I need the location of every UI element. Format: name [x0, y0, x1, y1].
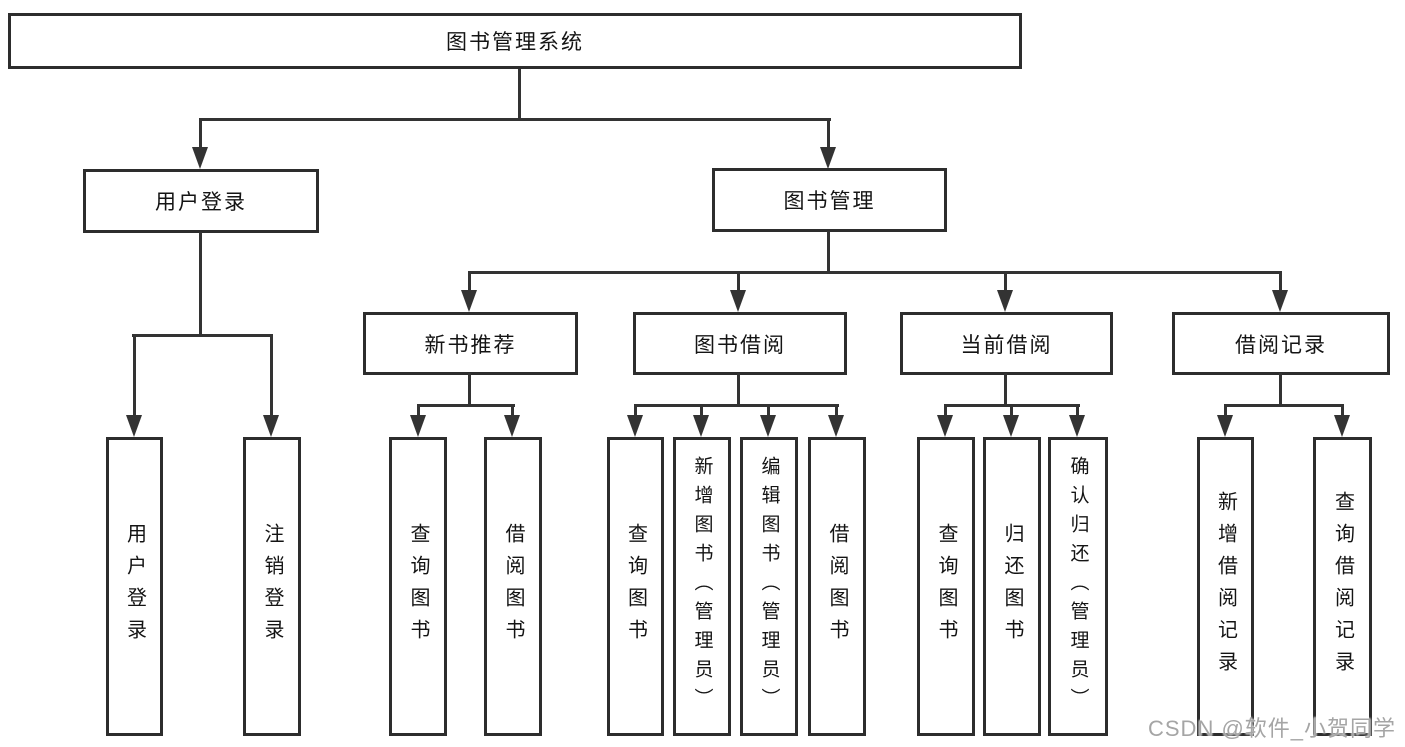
leaf-label: 编辑图书（管理员）	[758, 456, 780, 717]
leaf-label: 借阅图书	[826, 522, 848, 651]
edge-to-book-mgmt	[827, 118, 830, 150]
leaf-label: 查询借阅记录	[1331, 490, 1354, 683]
node-book-management-branch: 图书管理	[712, 168, 947, 232]
arrowhead-leaf-login	[126, 415, 142, 437]
arrowhead-leaf	[1334, 415, 1350, 437]
edge-leaf-stem	[700, 404, 703, 419]
leaf-label: 新增图书（管理员）	[691, 456, 713, 717]
edge-leaf-stem	[417, 404, 420, 419]
arrowhead-leaf	[410, 415, 426, 437]
edge-borrow-records-stub	[1279, 373, 1282, 406]
node-current-borrowing: 当前借阅	[900, 312, 1113, 375]
arrowhead-new-book	[461, 290, 477, 312]
leaf-query-books-recommend: 查询图书	[389, 437, 447, 736]
edge-leaf-stem	[944, 404, 947, 419]
edge-leaf-stem	[1341, 404, 1344, 419]
edge-book-mgmt-stub	[827, 231, 830, 273]
leaf-user-login: 用户登录	[106, 437, 163, 736]
edge-current-borrow-stub	[1004, 373, 1007, 406]
arrowhead-current-borrow	[997, 290, 1013, 312]
arrowhead-leaf	[504, 415, 520, 437]
arrowhead-leaf	[828, 415, 844, 437]
arrowhead-leaf	[1003, 415, 1019, 437]
arrowhead-leaf	[760, 415, 776, 437]
edge-to-book-borrow	[737, 271, 740, 293]
node-new-book-recommend: 新书推荐	[363, 312, 578, 375]
leaf-borrow-books-borrowing: 借阅图书	[808, 437, 866, 736]
edge-root-stub	[518, 69, 521, 120]
leaf-borrow-books-recommend: 借阅图书	[484, 437, 542, 736]
arrowhead-book-mgmt	[820, 147, 836, 169]
edge-user-login-split	[132, 334, 273, 337]
edge-leaf-stem	[835, 404, 838, 419]
edge-leaf-stem	[1076, 404, 1079, 419]
leaf-query-books-current: 查询图书	[917, 437, 975, 736]
edge-book-borrow-stub	[737, 373, 740, 406]
edge-level3-split	[468, 271, 1282, 274]
leaf-return-books: 归还图书	[983, 437, 1041, 736]
leaf-label: 用户登录	[123, 522, 146, 651]
edge-to-leaf-logout	[270, 334, 273, 418]
edge-level2-split	[199, 118, 831, 121]
edge-user-login-stub	[199, 232, 202, 336]
leaf-confirm-return-admin: 确认归还（管理员）	[1048, 437, 1108, 736]
edge-new-book-stub	[468, 373, 471, 406]
edge-borrow-records-split	[1224, 404, 1344, 407]
edge-to-borrow-records	[1279, 271, 1282, 293]
leaf-label: 借阅图书	[502, 522, 524, 651]
arrowhead-leaf-logout	[263, 415, 279, 437]
arrowhead-user-login	[192, 147, 208, 169]
node-book-borrowing: 图书借阅	[633, 312, 847, 375]
arrowhead-borrow-records	[1272, 290, 1288, 312]
leaf-label: 确认归还（管理员）	[1067, 456, 1089, 717]
leaf-add-borrow-record: 新增借阅记录	[1197, 437, 1254, 736]
edge-leaf-stem	[634, 404, 637, 419]
leaf-label: 归还图书	[1001, 522, 1023, 651]
leaf-label: 新增借阅记录	[1214, 490, 1237, 683]
arrowhead-leaf	[937, 415, 953, 437]
edge-leaf-stem	[1010, 404, 1013, 419]
arrowhead-leaf	[1069, 415, 1085, 437]
csdn-watermark: CSDN @软件_小贺同学	[1148, 716, 1397, 741]
leaf-label: 查询图书	[935, 522, 957, 651]
edge-to-user-login	[199, 118, 202, 150]
leaf-label: 注销登录	[261, 522, 283, 651]
node-user-login-branch: 用户登录	[83, 169, 319, 233]
edge-leaf-stem	[1224, 404, 1227, 419]
leaf-label: 查询图书	[407, 522, 429, 651]
leaf-query-borrow-record: 查询借阅记录	[1313, 437, 1372, 736]
edge-new-book-split	[417, 404, 515, 407]
leaf-edit-book-admin: 编辑图书（管理员）	[740, 437, 798, 736]
arrowhead-book-borrow	[730, 290, 746, 312]
edge-book-borrow-split	[634, 404, 839, 407]
leaf-query-books-borrowing: 查询图书	[607, 437, 664, 736]
edge-to-leaf-login	[133, 334, 136, 418]
node-borrowing-records: 借阅记录	[1172, 312, 1390, 375]
edge-leaf-stem	[767, 404, 770, 419]
leaf-logout: 注销登录	[243, 437, 301, 736]
node-library-management-system: 图书管理系统	[8, 13, 1022, 69]
arrowhead-leaf	[627, 415, 643, 437]
leaf-add-book-admin: 新增图书（管理员）	[673, 437, 731, 736]
edge-leaf-stem	[511, 404, 514, 419]
edge-to-current-borrow	[1004, 271, 1007, 293]
leaf-label: 查询图书	[624, 522, 647, 651]
arrowhead-leaf	[693, 415, 709, 437]
arrowhead-leaf	[1217, 415, 1233, 437]
edge-to-new-book	[468, 271, 471, 293]
